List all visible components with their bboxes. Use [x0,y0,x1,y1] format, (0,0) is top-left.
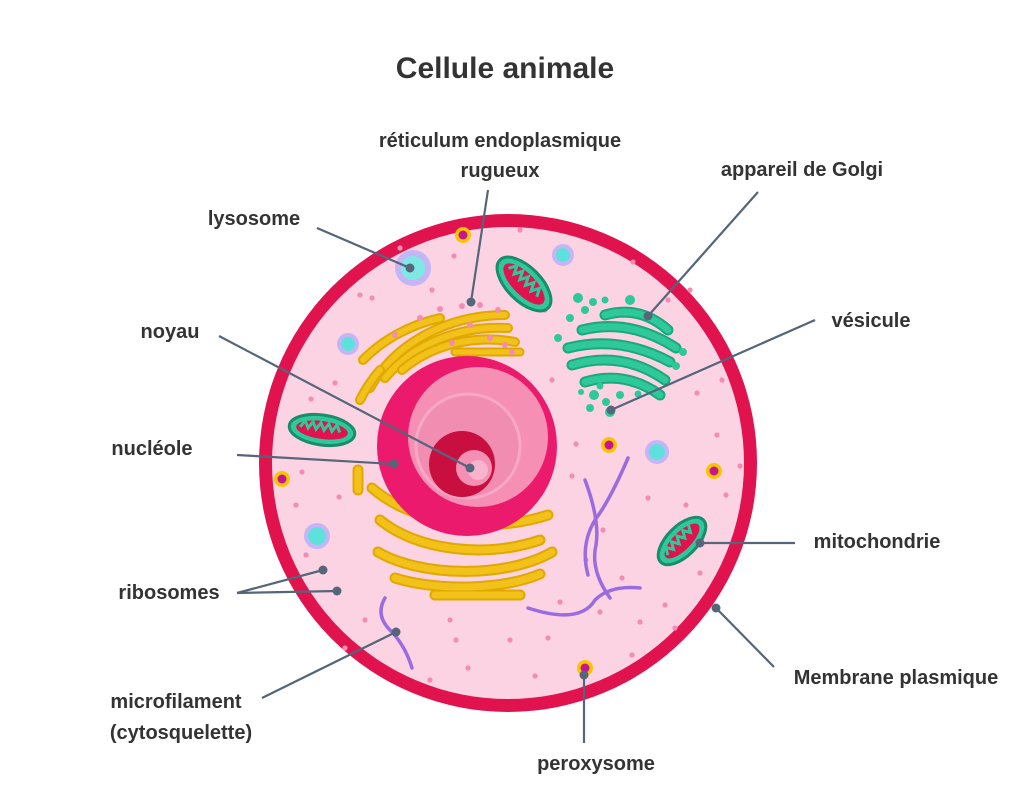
ribosome-dot [451,253,457,259]
ribosome-dot [737,463,743,469]
ribosome-dot [447,617,453,623]
label-membrane: Membrane plasmique [794,667,999,689]
ribosome-dot [549,377,555,383]
label-peroxysome: peroxysome [537,753,655,775]
ribosome-dot [630,259,636,265]
label-lysosome: lysosome [208,208,300,230]
peroxisome [455,227,471,243]
microfilaments [379,456,642,670]
rough-er-ribosomes [392,302,515,355]
ribosome-dot [427,677,433,683]
label-rer-line1: réticulum endoplasmique [379,130,621,152]
label-nucleole: nucléole [111,438,192,460]
ribosome-dot [332,380,338,386]
leader-membrane [715,607,775,668]
leader-ribosome-2 [236,589,338,595]
ribosome-dot [600,527,606,533]
leader-microfilament [261,631,397,699]
peroxisome [706,463,722,479]
vesicles [304,244,669,549]
ribosome-dot [299,469,305,475]
ribosome-dot [619,575,625,581]
vesicle [337,333,359,355]
labels: réticulum endoplasmique rugueux appareil… [110,130,998,775]
label-noyau: noyau [141,321,200,343]
ribosome-dot [573,441,579,447]
ribosome-dot [397,245,403,251]
ribosome-dot [545,635,551,641]
ribosome-dot [465,665,471,671]
ribosome-dot [637,619,643,625]
leader-noyau [218,335,471,469]
ribosome-dot [532,673,538,679]
leader-rer [469,189,490,303]
ribosome-dot [662,602,668,608]
label-rer-line2: rugueux [461,160,540,182]
vesicle [645,440,669,464]
ribosome-dot [293,502,299,508]
label-mitochondrie: mitochondrie [814,531,941,553]
peroxisome [601,437,617,453]
microfilament [583,478,612,600]
ribosome-dot [672,625,678,631]
ribosome-dot [557,599,563,605]
ribosome-dot [697,570,703,576]
ribosome-dot [629,652,635,658]
label-golgi: appareil de Golgi [721,159,883,181]
peroxisomes [274,227,722,676]
vesicle [552,244,574,266]
leader-golgi [647,191,759,317]
ribosome-dot [517,227,523,233]
ribosome-dot [569,473,575,479]
ribosome-dot [453,637,459,643]
vesicle [304,523,330,549]
label-microfilament-line2: (cytosquelette) [110,722,252,744]
ribosome-dot [683,502,689,508]
leader-nucleole [236,453,395,466]
ribosome-dot [342,645,348,651]
microfilament [379,596,414,670]
ribosome-dot [645,495,651,501]
leader-lysosome [316,226,411,270]
ribosome-dot [336,494,342,500]
label-vesicule: vésicule [832,310,911,332]
label-microfilament-line1: microfilament [110,691,241,713]
ribosome-dot [687,287,693,293]
ribosome-dot [694,390,700,396]
ribosome-dot [357,292,363,298]
ribosome-dot [665,297,671,303]
leader-ribosome-1 [236,568,324,595]
ribosome-dot [303,552,309,558]
leader-vesicule [610,318,816,412]
mitochondrion-right [656,515,708,567]
label-ribosomes: ribosomes [118,582,219,604]
ribosome-dot [714,432,720,438]
leader-lines [218,189,816,743]
peroxisome [274,471,290,487]
ribosome-dot [723,492,729,498]
mitochondrion-left [287,412,357,448]
ribosome-dot [597,609,603,615]
ribosome-dot [308,396,314,402]
nucleus [377,356,557,536]
ribosome-dot [362,617,368,623]
ribosome-dot [429,287,435,293]
ribosome-dot [507,637,513,643]
mitochondrion-top [495,255,553,313]
microfilament [526,585,642,617]
ribosome-dot [369,295,375,301]
ribosome-dot [719,377,725,383]
diagram-title: Cellule animale [396,52,614,85]
